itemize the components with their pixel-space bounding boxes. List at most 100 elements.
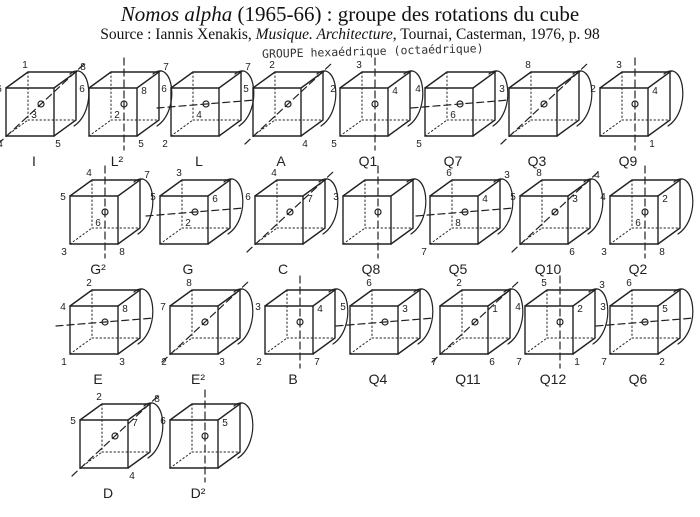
rotation-arrow <box>223 178 244 235</box>
rotation-axis <box>595 317 695 327</box>
cube-side-edges <box>53 71 77 137</box>
cube-side-edges <box>657 289 681 355</box>
cube-side-edges <box>647 71 671 137</box>
source-rest: , Tournai, Casterman, 1976, p. 98 <box>392 26 600 43</box>
axis-point <box>101 318 109 326</box>
vertex-number: 7 <box>163 62 169 73</box>
cube-label: Q3 <box>528 153 547 169</box>
vertex-number: 2 <box>269 60 275 71</box>
vertex-number: 3 <box>504 170 510 181</box>
cube-front-face <box>609 195 659 245</box>
axis-point <box>101 208 109 216</box>
cube-diagram <box>599 57 684 151</box>
cube-diagram <box>169 389 254 483</box>
axis-point <box>296 318 304 326</box>
vertex-number: 8 <box>525 60 531 71</box>
vertex-number: 2 <box>577 304 583 315</box>
vertex-number: 3 <box>599 280 605 291</box>
cube-side-edges <box>300 71 324 137</box>
vertex-number: 3 <box>616 60 622 71</box>
rotation-arrow <box>318 178 339 235</box>
cube-top-edges <box>609 179 683 197</box>
vertex-number: 3 <box>572 194 578 205</box>
cube-diagram <box>246 171 339 253</box>
cube-diagram <box>264 275 349 369</box>
cube-hidden-edge <box>524 337 548 355</box>
cube-front-face <box>439 305 489 355</box>
vertex-number: 4 <box>415 84 421 95</box>
cube-front-face <box>609 305 659 355</box>
cube-hidden-edges <box>274 71 324 121</box>
cube-diagram <box>88 57 173 151</box>
rotation-arrow <box>488 70 509 127</box>
vertex-number: 7 <box>601 357 607 368</box>
vertex-number: 8 <box>186 278 192 289</box>
source-work: Musique. Architecture <box>255 26 393 43</box>
rotation-axis <box>161 281 249 363</box>
cube-hidden-edge <box>599 119 623 137</box>
vertex-number: 2 <box>161 357 167 368</box>
axis-point <box>551 208 559 216</box>
cube-top-edges <box>342 179 416 197</box>
cube-side-edges <box>556 71 580 137</box>
cube-label: A <box>276 153 286 169</box>
cube-side-edges <box>387 71 411 137</box>
axis-point <box>120 100 128 108</box>
cube-front-face <box>69 305 119 355</box>
cube-label: Q5 <box>449 261 468 277</box>
rotation-arrow <box>233 402 254 459</box>
cube-label: G² <box>90 261 106 277</box>
cube-label: Q7 <box>444 153 463 169</box>
cube-side-edges <box>487 289 511 355</box>
cube-side-edges <box>302 179 326 245</box>
vertex-number: 2 <box>662 194 668 205</box>
vertex-number: 6 <box>212 194 218 205</box>
vertex-number: 5 <box>60 192 66 203</box>
cube-top-edges <box>169 403 243 421</box>
cube-label: D <box>103 485 113 501</box>
figure-source: Source : Iannis Xenakis, Musique. Archit… <box>0 26 700 44</box>
vertex-number: 1 <box>61 357 67 368</box>
cube-label: E² <box>191 371 205 387</box>
vertex-number: 6 <box>366 278 372 289</box>
axis-point <box>201 318 209 326</box>
cube-side-edges <box>218 71 242 137</box>
cube-hidden-edges <box>621 71 671 121</box>
cube-front-face <box>508 87 558 137</box>
rotation-axis <box>431 281 519 363</box>
vertex-number: 3 <box>333 192 339 203</box>
cube-hidden-edge <box>609 337 633 355</box>
rotation-arrow <box>406 178 427 235</box>
axis-point <box>111 432 119 440</box>
cube-hidden-edge <box>339 119 363 137</box>
cube-diagram <box>55 288 155 355</box>
cube-front-face <box>339 87 389 137</box>
vertex-number: 2 <box>86 278 92 289</box>
cube-top-edges <box>424 71 498 89</box>
cube-top-edges <box>254 179 328 197</box>
cube-side-edges <box>117 289 141 355</box>
vertex-number: 4 <box>392 86 398 97</box>
rotation-arrow <box>588 288 609 345</box>
cube-label: G <box>183 261 194 277</box>
cube-diagram <box>339 57 424 151</box>
vertex-number: 5 <box>138 139 144 150</box>
vertex-number: 5 <box>222 418 228 429</box>
cube-hidden-edge <box>609 227 633 245</box>
vertex-number: 5 <box>340 302 346 313</box>
cube-side-edges <box>217 289 241 355</box>
vertex-number: 5 <box>331 139 337 150</box>
cube-hidden-edges <box>364 179 414 229</box>
cube-side-edges <box>390 179 414 245</box>
rotation-axis <box>511 171 599 253</box>
cube-front-face <box>88 87 138 137</box>
cube-front-face <box>524 305 574 355</box>
rotation-arrow <box>328 288 349 345</box>
cube-top-edges <box>349 289 423 307</box>
cube-top-edges <box>599 71 673 89</box>
cube-hidden-edges <box>546 289 596 339</box>
cube-label: E <box>93 371 102 387</box>
vertex-number: 3 <box>600 302 606 313</box>
cube-label: C <box>278 261 288 277</box>
cube-hidden-edge <box>159 227 183 245</box>
